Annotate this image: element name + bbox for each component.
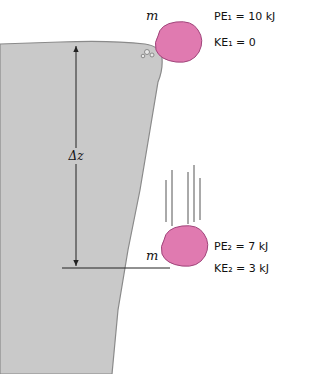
mass-label: m (146, 8, 158, 24)
cliff (0, 41, 162, 374)
energy-label: KE₁ = 0 (214, 36, 256, 49)
dimension-label: Δz (67, 148, 86, 164)
rock (155, 22, 201, 63)
pebble (141, 54, 145, 58)
mass-label: m (146, 248, 158, 264)
energy-label: PE₁ = 10 kJ (214, 10, 275, 23)
pebble (150, 53, 154, 57)
rock (161, 226, 207, 267)
pebble (145, 50, 150, 55)
reference-line (62, 268, 170, 269)
energy-label: PE₂ = 7 kJ (214, 240, 268, 253)
energy-label: KE₂ = 3 kJ (214, 262, 269, 275)
motion-lines (166, 165, 200, 226)
